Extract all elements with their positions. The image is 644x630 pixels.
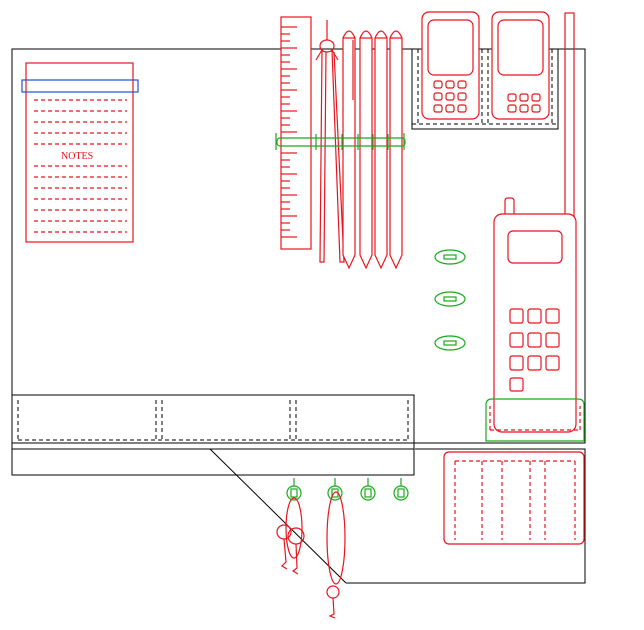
hook-icon	[393, 478, 409, 501]
notepad-label: NOTES	[61, 151, 93, 162]
pencil-icon	[359, 30, 373, 270]
phone-icon	[493, 197, 577, 433]
hook-icon	[286, 478, 302, 501]
hook-icon	[434, 291, 466, 307]
compass-icon	[315, 20, 345, 263]
pencil-icon	[374, 30, 388, 270]
hook-icon	[434, 249, 466, 265]
key-icon	[276, 497, 305, 575]
phone-icon	[491, 11, 550, 120]
key-icon	[326, 491, 346, 619]
hook-icon	[360, 478, 376, 501]
phone-cradle	[485, 398, 585, 442]
card-holder-icon	[443, 451, 585, 545]
lower-right-panel	[209, 442, 586, 584]
antenna-strip	[564, 12, 575, 219]
tool-holder-rail	[275, 133, 406, 150]
lower-tray	[11, 394, 415, 476]
pencil-icon	[389, 30, 403, 270]
hook-icon	[434, 335, 466, 351]
phone-shelf	[411, 48, 559, 130]
notepad-clip	[21, 79, 139, 93]
phone-icon	[421, 11, 480, 120]
pencil-icon	[342, 30, 356, 270]
ruler-icon	[280, 16, 312, 250]
notepad-icon: NOTES	[21, 62, 139, 243]
